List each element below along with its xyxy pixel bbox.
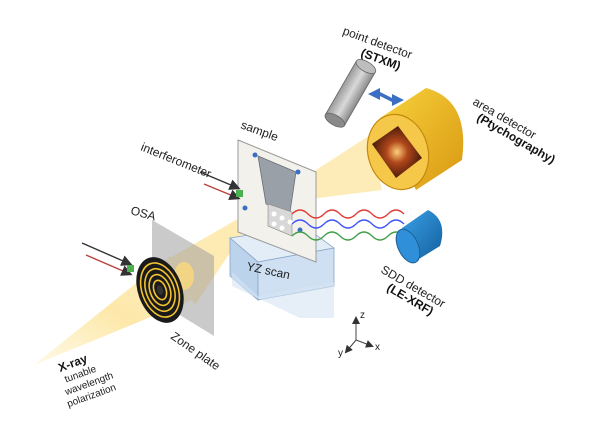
diffraction-pattern [372, 126, 422, 178]
xray-source-label: X-ray tunable wavelength polarization [56, 351, 117, 410]
sdd-detector [395, 210, 443, 264]
zone-plate [136, 257, 184, 323]
fluorescence-signals [291, 209, 405, 241]
stxm-exchange-arrow [368, 88, 404, 106]
sample-frame [237, 139, 317, 263]
area-detector [366, 88, 464, 191]
interferometer-arrows [199, 171, 243, 200]
xray-input-arrows [81, 242, 134, 276]
osa-label: OSA [129, 203, 157, 223]
zone-plate-label: Zone plate [168, 329, 223, 373]
axis-x-label: x [375, 342, 380, 353]
sample-label: sample [239, 118, 280, 144]
axis-y-label: y [338, 348, 343, 359]
interferometer-label: interferometer [139, 140, 214, 181]
point-detector [324, 59, 377, 128]
coordinate-axes [344, 316, 374, 354]
axis-z-label: z [360, 310, 365, 321]
